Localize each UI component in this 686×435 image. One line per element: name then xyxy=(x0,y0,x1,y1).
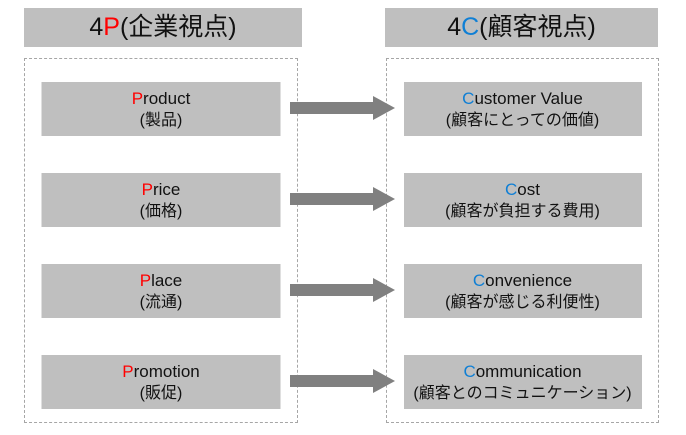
card-convenience-initial: C xyxy=(472,270,486,290)
card-price-label: Price xyxy=(42,179,281,201)
arrow-shaft xyxy=(290,193,373,205)
card-place-sub: (流通) xyxy=(139,293,183,311)
card-customer-value-sub: (顧客にとっての価値) xyxy=(445,111,600,129)
card-promotion-label: Promotion xyxy=(42,361,281,383)
card-cost-initial: C xyxy=(505,179,518,199)
card-product-initial: P xyxy=(131,88,144,108)
card-product-rest: roduct xyxy=(143,88,191,108)
card-product-label: Product xyxy=(42,88,281,110)
card-communication: Communication (顧客とのコミュニケーション) xyxy=(403,355,642,409)
header-4p-prefix: 4 xyxy=(89,13,104,41)
card-convenience-label: Convenience xyxy=(404,270,642,292)
header-4c: 4C(顧客視点) xyxy=(385,8,658,47)
card-cost-rest: ost xyxy=(517,179,540,199)
card-communication-sub: (顧客とのコミュニケーション) xyxy=(413,384,632,402)
header-4c-suffix: (顧客視点) xyxy=(479,13,596,41)
card-price: Price (価格) xyxy=(41,173,281,227)
card-customer-value-initial: C xyxy=(462,88,475,108)
card-cost-label: Cost xyxy=(404,179,642,201)
arrow-head xyxy=(373,187,395,211)
panel-4c: Customer Value (顧客にとっての価値) Cost (顧客が負担する… xyxy=(386,58,659,423)
card-customer-value-rest: ustomer Value xyxy=(474,88,583,108)
card-promotion-sub: (販促) xyxy=(139,384,183,402)
card-promotion: Promotion (販促) xyxy=(41,355,281,409)
arrow-place-to-convenience-icon xyxy=(290,278,395,302)
arrow-promotion-to-communication-icon xyxy=(290,369,395,393)
card-convenience: Convenience (顧客が感じる利便性) xyxy=(403,264,642,318)
arrow-shaft xyxy=(290,284,373,296)
card-price-rest: rice xyxy=(152,179,181,199)
header-4p: 4P(企業視点) xyxy=(24,8,302,47)
card-convenience-rest: onvenience xyxy=(485,270,573,290)
arrow-head xyxy=(373,278,395,302)
card-customer-value-label: Customer Value xyxy=(404,88,642,110)
card-place-initial: P xyxy=(139,270,152,290)
card-promotion-initial: P xyxy=(122,361,134,381)
card-communication-initial: C xyxy=(463,361,476,381)
header-4p-suffix: (企業視点) xyxy=(119,13,237,41)
header-4p-initial: P xyxy=(103,13,120,41)
card-place: Place (流通) xyxy=(41,264,281,318)
arrow-head xyxy=(373,96,395,120)
card-product-sub: (製品) xyxy=(139,111,183,129)
card-customer-value: Customer Value (顧客にとっての価値) xyxy=(403,82,642,136)
arrow-product-to-customer-value-icon xyxy=(290,96,395,120)
card-price-initial: P xyxy=(141,179,153,199)
card-communication-rest: ommunication xyxy=(475,361,582,381)
header-4c-prefix: 4 xyxy=(447,13,462,41)
card-place-label: Place xyxy=(42,270,281,292)
card-price-sub: (価格) xyxy=(139,202,183,220)
arrow-price-to-cost-icon xyxy=(290,187,395,211)
card-product: Product (製品) xyxy=(41,82,281,136)
card-place-rest: lace xyxy=(151,270,183,290)
card-cost: Cost (顧客が負担する費用) xyxy=(403,173,642,227)
card-cost-sub: (顧客が負担する費用) xyxy=(445,202,600,220)
card-communication-label: Communication xyxy=(404,361,642,383)
card-convenience-sub: (顧客が感じる利便性) xyxy=(445,293,600,311)
arrow-shaft xyxy=(290,102,373,114)
arrow-head xyxy=(373,369,395,393)
card-promotion-rest: romotion xyxy=(133,361,200,381)
panel-4p: Product (製品) Price (価格) Place (流通) Promo… xyxy=(24,58,298,423)
arrow-shaft xyxy=(290,375,373,387)
header-4c-initial: C xyxy=(461,13,480,41)
